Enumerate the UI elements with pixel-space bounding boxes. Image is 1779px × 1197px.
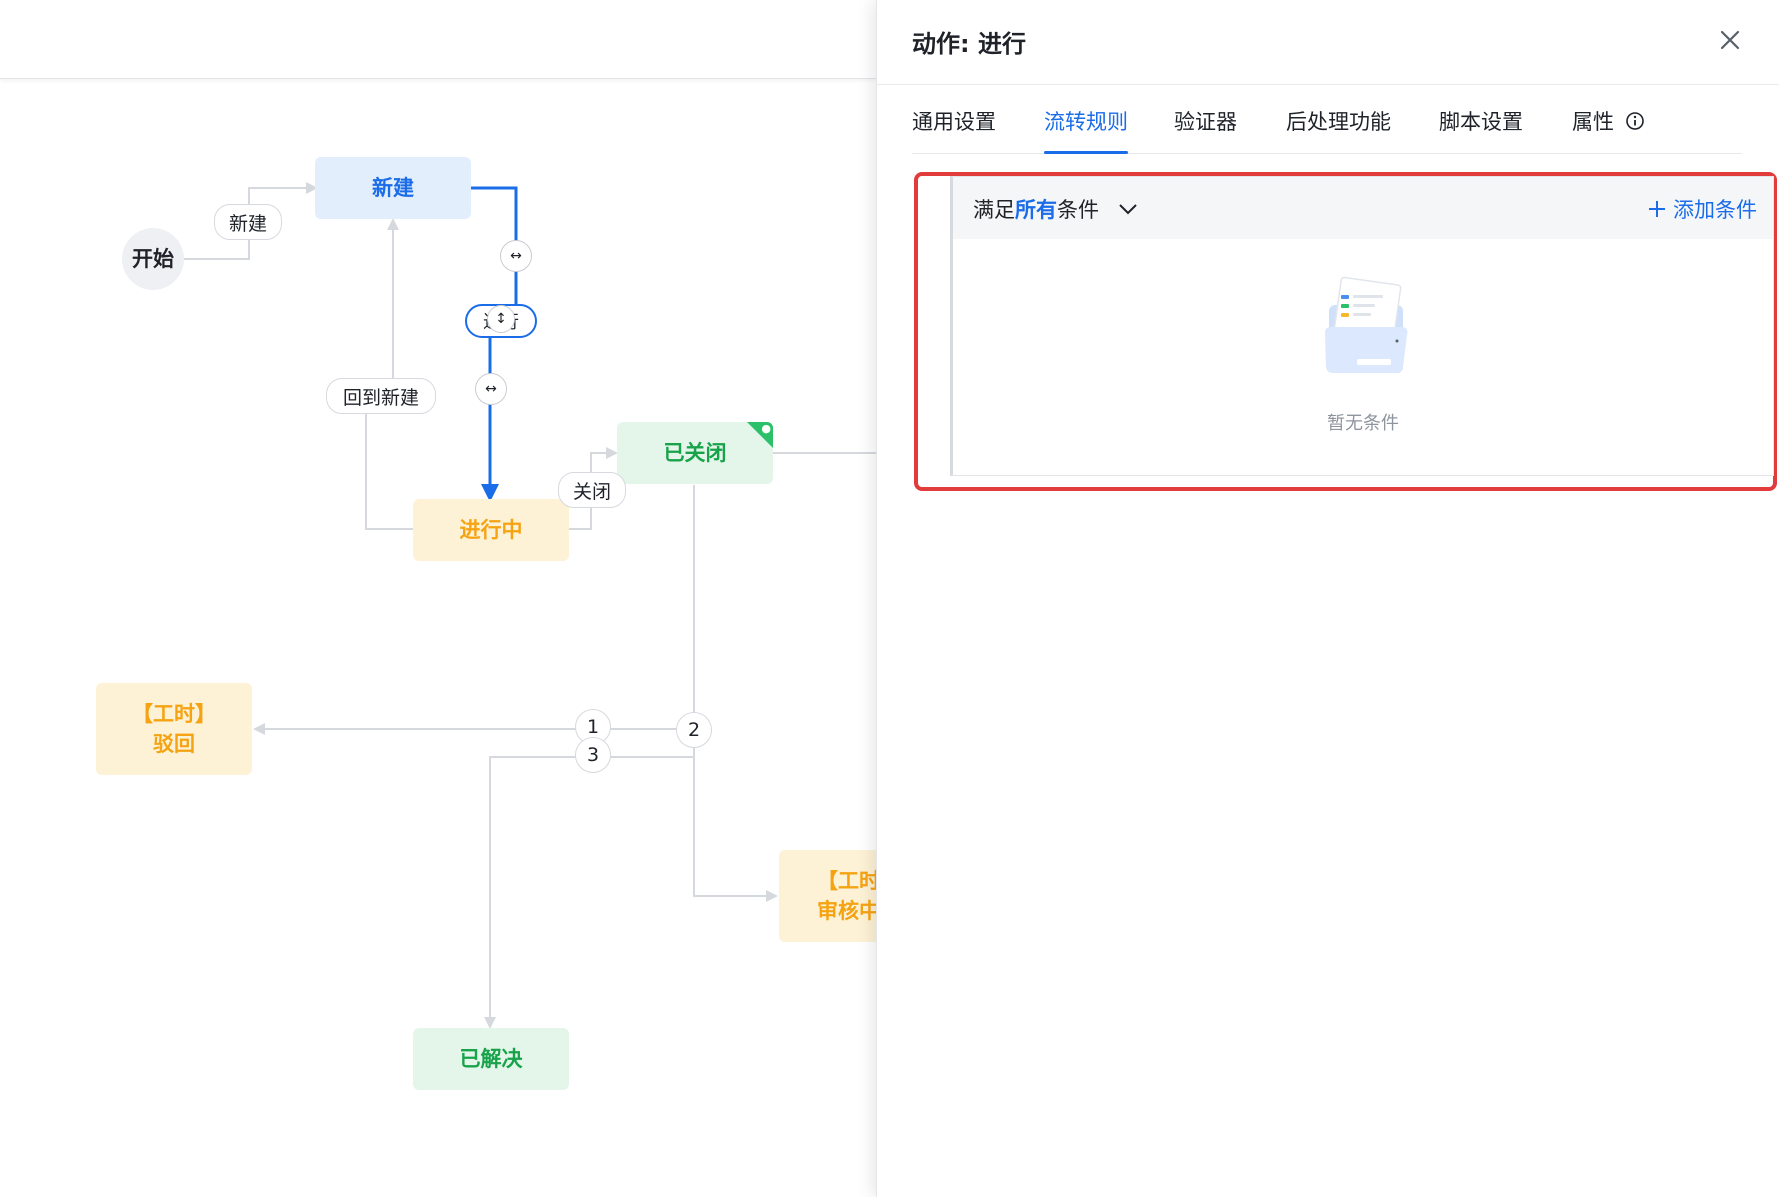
condition-group: 满足所有条件 添加条件: [950, 176, 1774, 476]
tab-transition-rules[interactable]: 流转规则: [1044, 106, 1128, 136]
condition-mode-dropdown[interactable]: 满足所有条件: [973, 194, 1138, 224]
plus-icon: [1649, 201, 1665, 217]
close-icon: [1720, 30, 1740, 50]
empty-state-text: 暂无条件: [1327, 413, 1399, 434]
edge-back-to-new: [365, 218, 413, 530]
node-new[interactable]: 新建: [315, 157, 471, 219]
node-start-label: 开始: [132, 247, 174, 271]
edge-number-2-text: 2: [687, 719, 701, 741]
vertical-arrows-icon: ↕: [495, 311, 507, 327]
node-closed-label: 已关闭: [663, 441, 727, 465]
edge-closed-to-review: [693, 485, 778, 902]
node-reject-line2: 驳回: [153, 732, 195, 756]
transition-rules-panel: 满足所有条件 添加条件: [914, 172, 1777, 491]
active-tab-indicator: [1044, 151, 1128, 154]
edge-label-create-text: 新建: [228, 212, 267, 235]
chevron-down-icon: [1118, 204, 1137, 215]
edge-label-back-to-new-text: 回到新建: [342, 386, 419, 409]
node-closed[interactable]: 已关闭 ●: [617, 422, 773, 484]
action-drawer: 动作: 进行 通用设置 流转规则 验证器 后处理功能 脚本设置 属性: [876, 0, 1779, 1197]
user-icon: ●: [761, 422, 771, 435]
drawer-header: 动作: 进行: [877, 0, 1779, 85]
edge-label-close-text: 关闭: [572, 480, 611, 503]
edge-number-3[interactable]: 3: [575, 737, 611, 773]
close-button[interactable]: [1716, 26, 1744, 54]
workflow-canvas[interactable]: 开始 新建 进行中 已关闭 ● 【工时】 驳回 【工时 审核中 已解决 新建 回…: [0, 0, 876, 1197]
edge-handle-bottom[interactable]: ↔: [475, 373, 507, 405]
node-start[interactable]: 开始: [122, 228, 184, 290]
node-resolved[interactable]: 已解决: [413, 1028, 569, 1090]
tab-post-functions[interactable]: 后处理功能: [1286, 106, 1391, 136]
tab-properties[interactable]: 属性: [1572, 106, 1645, 136]
edge-number-1[interactable]: 1: [575, 709, 611, 745]
edge-new-to-inprogress: [471, 186, 518, 502]
edge-to-resolved: [484, 756, 694, 1029]
edge-label-create[interactable]: 新建: [214, 204, 282, 240]
condition-mode-value: 所有: [1015, 198, 1057, 222]
edge-handle-top[interactable]: ↔: [500, 240, 532, 272]
edge-handle-vertical[interactable]: ↕: [487, 305, 515, 333]
node-closed-badge: [747, 422, 773, 448]
canvas-toolbar: [0, 0, 876, 79]
node-review-line1: 【工时: [817, 869, 876, 893]
edge-label-back-to-new[interactable]: 回到新建: [326, 378, 436, 414]
tab-script-settings-label: 脚本设置: [1439, 110, 1523, 134]
info-icon[interactable]: [1625, 111, 1645, 131]
tab-general-label: 通用设置: [912, 110, 996, 134]
workflow-edges: [182, 182, 876, 1029]
drawer-tabs: 通用设置 流转规则 验证器 后处理功能 脚本设置 属性: [912, 98, 1742, 154]
add-condition-label: 添加条件: [1673, 198, 1757, 222]
tab-general[interactable]: 通用设置: [912, 106, 996, 136]
tab-validators[interactable]: 验证器: [1174, 106, 1237, 136]
condition-mode-suffix: 条件: [1057, 198, 1099, 222]
condition-group-header: 满足所有条件 添加条件: [953, 177, 1773, 239]
tab-transition-rules-label: 流转规则: [1044, 110, 1128, 134]
edge-number-1-text: 1: [586, 716, 600, 738]
condition-mode-prefix: 满足: [973, 198, 1015, 222]
edge-label-close[interactable]: 关闭: [558, 472, 626, 508]
node-reject-line1: 【工时】: [132, 702, 216, 726]
node-in-progress[interactable]: 进行中: [413, 499, 569, 561]
drawer-title: 动作: 进行: [912, 30, 1026, 58]
tab-properties-label: 属性: [1572, 110, 1614, 134]
horizontal-arrows-icon: ↔: [485, 381, 497, 397]
tab-post-functions-label: 后处理功能: [1286, 110, 1391, 134]
tab-script-settings[interactable]: 脚本设置: [1439, 106, 1523, 136]
node-new-label: 新建: [372, 176, 414, 200]
edge-number-3-text: 3: [586, 744, 600, 766]
horizontal-arrows-icon: ↔: [510, 248, 522, 264]
empty-folder-icon: [1325, 276, 1408, 373]
node-resolved-label: 已解决: [459, 1047, 523, 1071]
node-review-line2: 审核中: [817, 899, 876, 923]
edge-number-2[interactable]: 2: [676, 712, 712, 748]
node-review[interactable]: 【工时 审核中: [779, 850, 876, 942]
add-condition-button[interactable]: 添加条件: [1647, 194, 1757, 224]
node-in-progress-label: 进行中: [459, 518, 523, 542]
node-reject[interactable]: 【工时】 驳回: [96, 683, 252, 775]
tab-validators-label: 验证器: [1174, 110, 1237, 134]
